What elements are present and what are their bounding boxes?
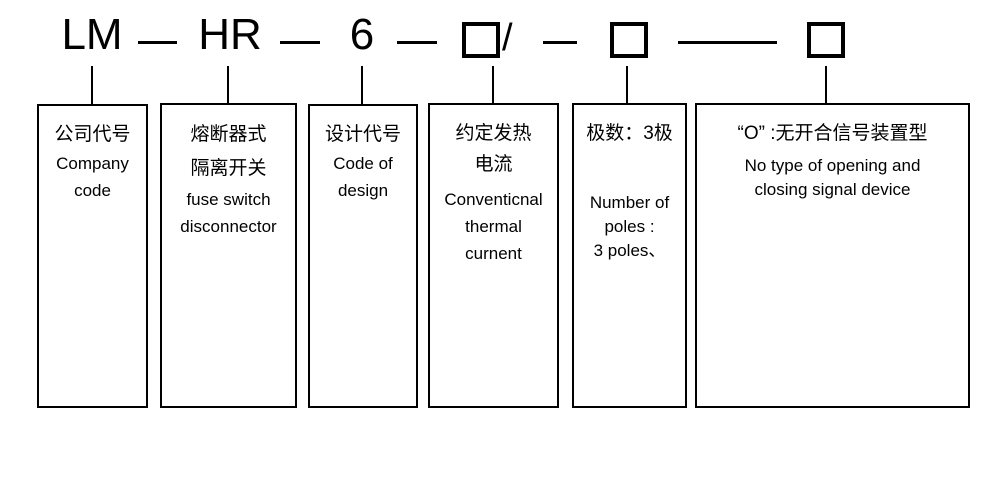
long-dash-separator xyxy=(678,41,777,44)
connector-line-signal xyxy=(825,66,827,104)
box-line-en: 3 poles、 xyxy=(593,241,666,260)
box-line-en: Conventicnal xyxy=(444,190,543,209)
slash-separator: / xyxy=(502,17,513,59)
placeholder-square-current-icon xyxy=(462,22,500,58)
box-line-en: No type of opening and xyxy=(744,156,921,175)
model-code-design: 6 xyxy=(349,10,375,59)
box-line-en: fuse switch xyxy=(186,190,271,209)
explanation-box-signal-device-type: “O” :无开合信号装置型 No type of opening and clo… xyxy=(695,103,970,408)
box-line-en: Code of xyxy=(333,154,393,173)
box-line-en: disconnector xyxy=(180,217,277,236)
connector-line-design xyxy=(361,66,363,104)
box-line-en: Number of xyxy=(589,193,670,212)
box-line-zh: 极数：3极 xyxy=(586,123,673,144)
dash-separator xyxy=(280,41,320,44)
box-line-en: curnent xyxy=(465,244,522,263)
box-line-en: code xyxy=(74,181,111,200)
connector-line-company xyxy=(91,66,93,104)
box-line-en: Company xyxy=(56,154,129,173)
explanation-box-number-of-poles: 极数：3极 Number of poles : 3 poles、 xyxy=(572,103,687,408)
explanation-box-thermal-current: 约定发热 电流 Conventicnal thermal curnent xyxy=(428,103,559,408)
box-line-en: thermal xyxy=(465,217,522,236)
explanation-box-code-of-design: 设计代号 Code of design xyxy=(308,104,418,408)
box-line-en: poles : xyxy=(604,217,655,236)
model-code-type: HR xyxy=(198,10,262,59)
connector-line-poles xyxy=(626,66,628,104)
box-line-zh: 公司代号 xyxy=(54,124,131,145)
model-code-company: LM xyxy=(61,10,123,59)
placeholder-square-signal-icon xyxy=(807,22,845,58)
connector-line-current xyxy=(492,66,494,104)
placeholder-square-poles-icon xyxy=(610,22,648,58)
box-line-zh: 设计代号 xyxy=(324,124,401,145)
box-line-zh: 熔断器式 xyxy=(190,124,267,145)
dash-separator xyxy=(397,41,437,44)
box-line-zh: 电流 xyxy=(474,154,513,175)
box-line-zh: 隔离开关 xyxy=(190,158,267,179)
dash-separator xyxy=(138,41,177,44)
dash-separator xyxy=(543,41,577,44)
explanation-box-fuse-switch-disconnector: 熔断器式 隔离开关 fuse switch disconnector xyxy=(160,103,297,408)
box-line-zh: “O” :无开合信号装置型 xyxy=(737,123,928,144)
box-line-zh: 约定发热 xyxy=(455,123,532,144)
connector-line-type xyxy=(227,66,229,104)
box-line-en: closing signal device xyxy=(754,180,911,199)
box-line-en: design xyxy=(337,181,389,200)
explanation-box-company-code: 公司代号 Company code xyxy=(37,104,148,408)
